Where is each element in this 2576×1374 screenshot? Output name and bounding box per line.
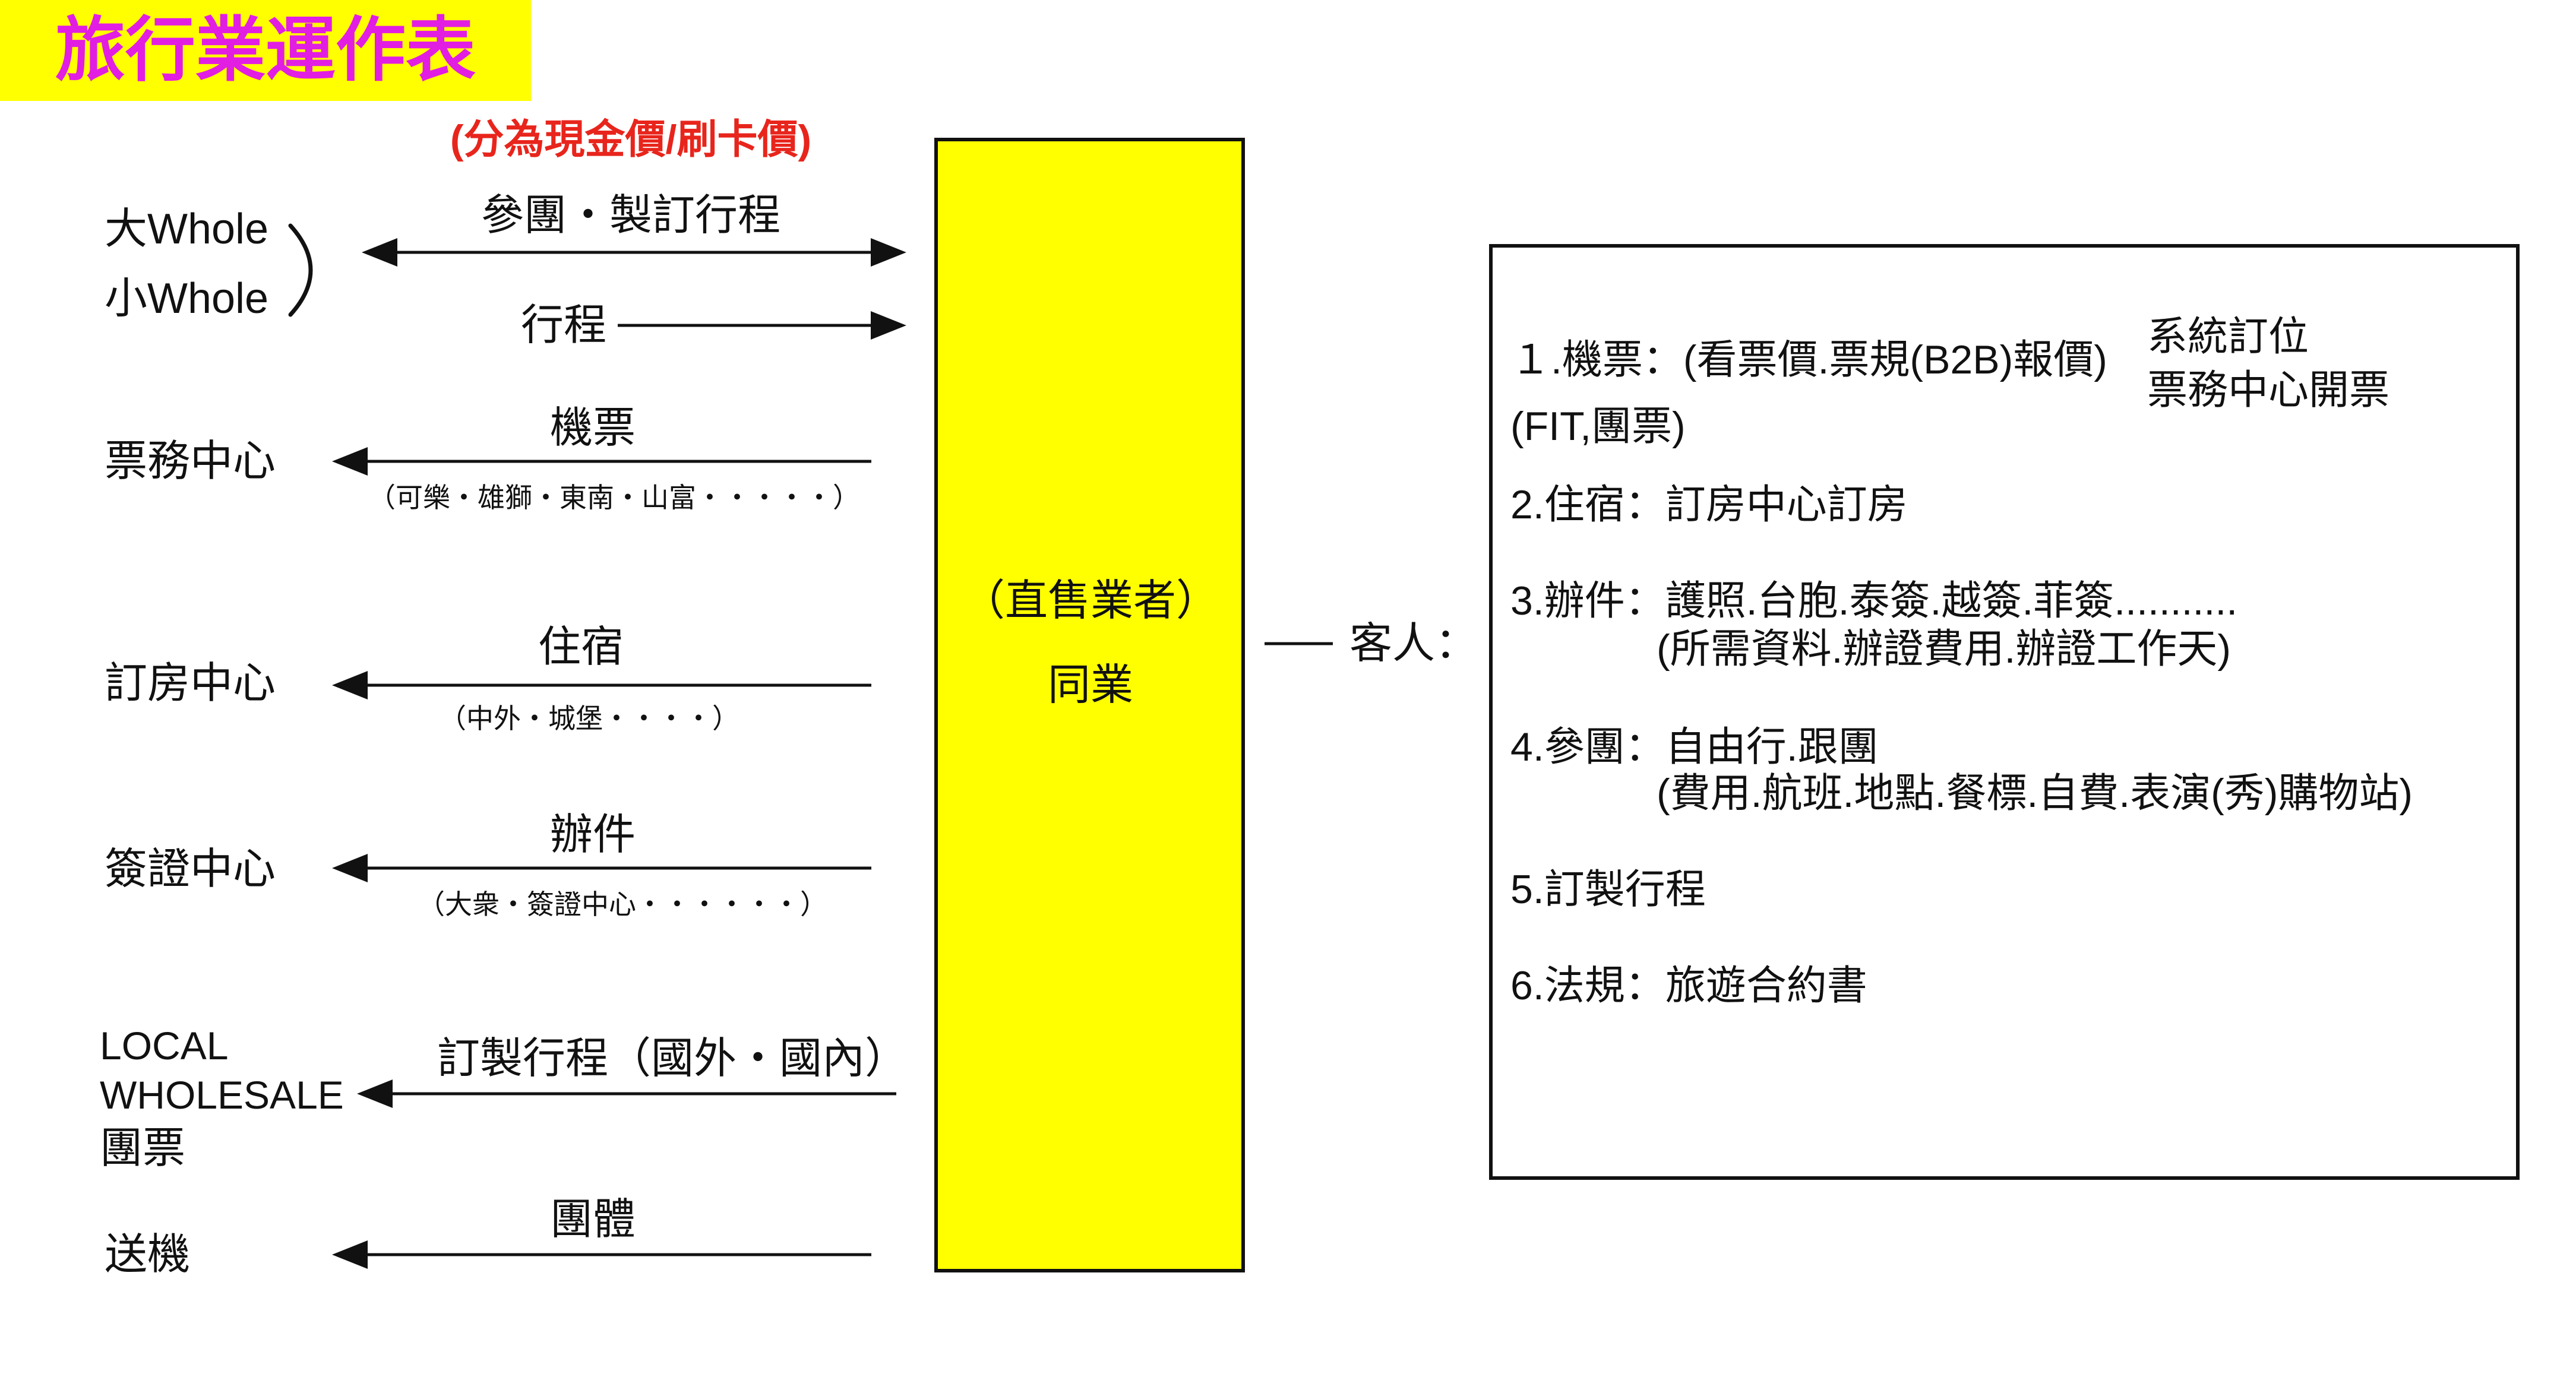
arrow-tour-head-left [362, 238, 397, 267]
flow-ticket-examples: （可樂・雄獅・東南・山富・・・・・） [368, 482, 860, 513]
flow-hotel-label: 住宿 [538, 623, 624, 671]
flow-ticket-label: 機票 [549, 404, 636, 452]
agent-type-label: （直售業者） [962, 577, 1219, 625]
customer-label: 客人： [1349, 620, 1478, 667]
flow-visa-examples: （大衆・簽證中心・・・・・・） [418, 889, 827, 920]
arrow-ticket-left [332, 447, 871, 476]
arrow-visa-head [332, 854, 368, 882]
node-ticket-center: 票務中心 [105, 438, 276, 485]
service-visa-detail: (所需資料.辦證費用.辦證工作天) [1657, 626, 2232, 672]
arrow-hotel-left [332, 671, 871, 699]
service-tour-detail: (費用.航班.地點.餐標.自費.表演(秀)購物站) [1657, 771, 2413, 816]
node-airport-transfer: 送機 [105, 1231, 191, 1278]
flow-hotel-examples: （中外・城堡・・・・） [439, 703, 739, 734]
arrow-visa-left [332, 854, 871, 882]
agent-box [934, 138, 1245, 1272]
service-hotel: 2.住宿：訂房中心訂房 [1510, 482, 1908, 527]
service-custom: 5.訂製行程 [1510, 867, 1706, 912]
service-ticket-extra: (FIT,團票) [1510, 404, 1686, 449]
arrow-tour-double [362, 238, 906, 267]
diagram-title: 旅行業運作表 [55, 11, 476, 90]
flow-custom-label: 訂製行程（國外・國內） [437, 1035, 908, 1082]
service-ticket-side-issuing: 票務中心開票 [2147, 368, 2390, 413]
title-box: 旅行業運作表 [0, 0, 531, 101]
price-note: (分為現金價/刷卡價) [450, 117, 812, 162]
node-visa-center: 簽證中心 [105, 846, 276, 893]
arrow-group-head [332, 1240, 368, 1269]
service-law: 6.法規：旅遊合約書 [1510, 963, 1867, 1008]
arrow-tour-head-right [871, 238, 906, 267]
arrow-itinerary-head [871, 311, 906, 340]
flow-itinerary-label: 行程 [521, 302, 607, 349]
node-hotel-center: 訂房中心 [105, 660, 276, 707]
service-ticket-main: １.機票：(看票價.票規(B2B)報價) [1510, 337, 2107, 382]
arrow-ticket-head [332, 447, 368, 476]
node-wholesale-line: WHOLESALE [100, 1073, 344, 1117]
arrow-itinerary-right [618, 311, 906, 340]
service-tour-main: 4.參團：自由行.跟團 [1510, 724, 1879, 770]
flow-group-label: 團體 [549, 1196, 636, 1243]
node-whole-big: 大Whole [105, 205, 269, 253]
service-ticket-side-booking: 系統訂位 [2147, 314, 2309, 359]
arrow-hotel-head [332, 671, 368, 699]
agent-peer-label: 同業 [1047, 661, 1134, 709]
flow-tour-label: 參團・製訂行程 [481, 192, 781, 239]
node-group-ticket-line: 團票 [100, 1125, 186, 1172]
node-whole-small: 小Whole [105, 275, 269, 322]
flow-visa-label: 辦件 [549, 811, 636, 859]
customer-services-box [1489, 244, 2520, 1180]
arrow-custom-head [357, 1079, 393, 1108]
arrow-group-left [332, 1240, 871, 1269]
whole-bracket [288, 223, 313, 317]
arrow-custom-left [357, 1079, 896, 1108]
node-local-line: LOCAL [100, 1024, 229, 1068]
service-visa-main: 3.辦件：護照.台胞.泰簽.越簽.菲簽........... [1510, 578, 2238, 623]
